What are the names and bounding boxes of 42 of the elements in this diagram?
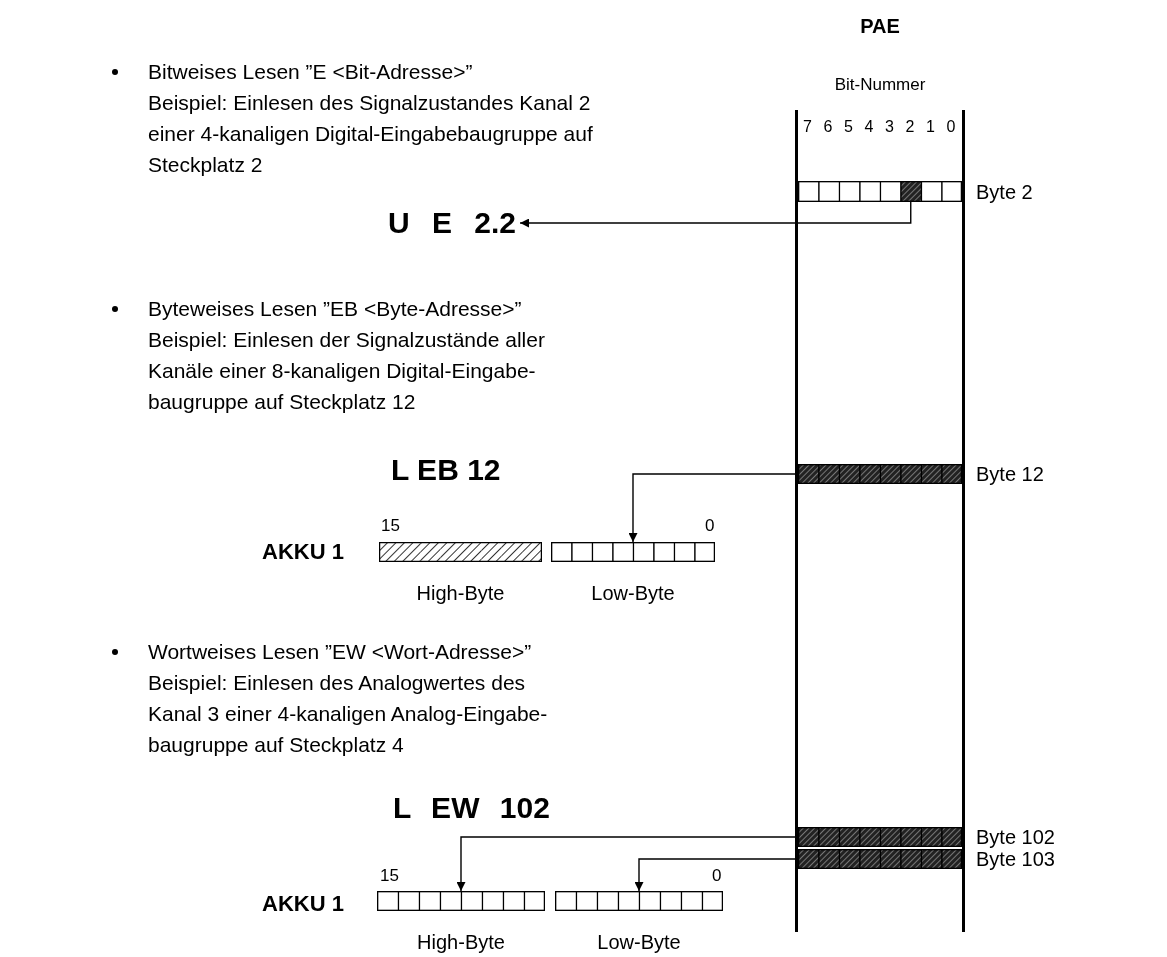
- register-bar: [377, 891, 545, 911]
- byte-half-label: High-Byte: [417, 931, 505, 953]
- byte-half-label: Low-Byte: [591, 582, 675, 604]
- bit-number: 7: [803, 118, 812, 136]
- register-name: AKKU 1: [262, 539, 344, 565]
- bit-number: 0: [946, 118, 956, 136]
- byte-half-label: High-Byte: [416, 582, 505, 604]
- bit-number: 4: [864, 118, 874, 136]
- register-bar: [379, 542, 542, 562]
- bit-number: 1: [926, 118, 935, 136]
- instruction-text: U E 2.2: [388, 206, 521, 240]
- arrow: [519, 201, 912, 228]
- bit-number: 3: [885, 118, 894, 136]
- byte-row: [798, 827, 962, 847]
- example-text: Beispiel: Einlesen der Signalzustände aller Kanäle einer 8-kanaligen Digital-Eingabe- baugruppe auf Steckplatz 12: [148, 327, 546, 415]
- byte-label: Byte 103: [976, 848, 1055, 870]
- method-heading: Bitweises Lesen ”E <Bit-Adresse>”: [148, 59, 473, 85]
- example-text: Beispiel: Einlesen des Signalzustandes Kanal 2 einer 4-kanaligen Digital-Eingabebaugruppe auf Steckplatz 2: [148, 90, 594, 178]
- byte-label: Byte 102: [976, 826, 1055, 848]
- column-heading: PAE: [859, 15, 901, 38]
- example-text: Beispiel: Einlesen des Analogwertes des Kanal 3 einer 4-kanaligen Analog-Eingabe- baugruppe auf Steckplatz 4: [148, 670, 549, 758]
- method-heading: Byteweises Lesen ”EB <Byte-Adresse>”: [148, 296, 522, 322]
- bit-index: 15: [381, 516, 400, 536]
- bit-index: 0: [705, 516, 715, 536]
- bit-index: 15: [380, 866, 399, 886]
- byte-row: [798, 849, 962, 869]
- byte-label: Byte 12: [976, 463, 1044, 485]
- method-heading: Wortweises Lesen ”EW <Wort-Adresse>”: [148, 639, 532, 665]
- bit-index: 0: [712, 866, 722, 886]
- bit-number: 6: [823, 118, 833, 136]
- byte-label: Byte 2: [976, 180, 1033, 203]
- bit-number: 2: [905, 118, 915, 136]
- bit-number: 5: [844, 118, 853, 136]
- instruction-text: L EW 102: [393, 791, 550, 825]
- byte-row: [798, 181, 962, 202]
- register-name: AKKU 1: [262, 891, 344, 917]
- register-bar: [551, 542, 715, 562]
- byte-row: [798, 464, 962, 484]
- byte-half-label: Low-Byte: [597, 931, 681, 953]
- register-bar: [555, 891, 723, 911]
- instruction-text: L EB 12: [391, 453, 501, 487]
- column-subheading: Bit-Nummer: [833, 75, 927, 95]
